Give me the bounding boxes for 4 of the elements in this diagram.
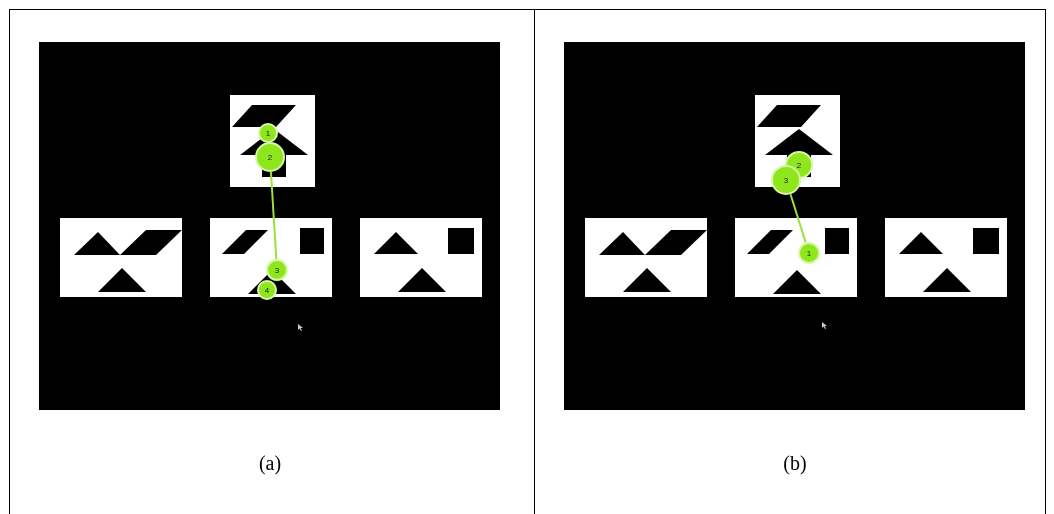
panel-caption: (b) [782, 452, 808, 475]
scanpath-line [269, 170, 278, 260]
panel-caption: (a) [257, 452, 283, 475]
scanpath-line [789, 193, 807, 244]
